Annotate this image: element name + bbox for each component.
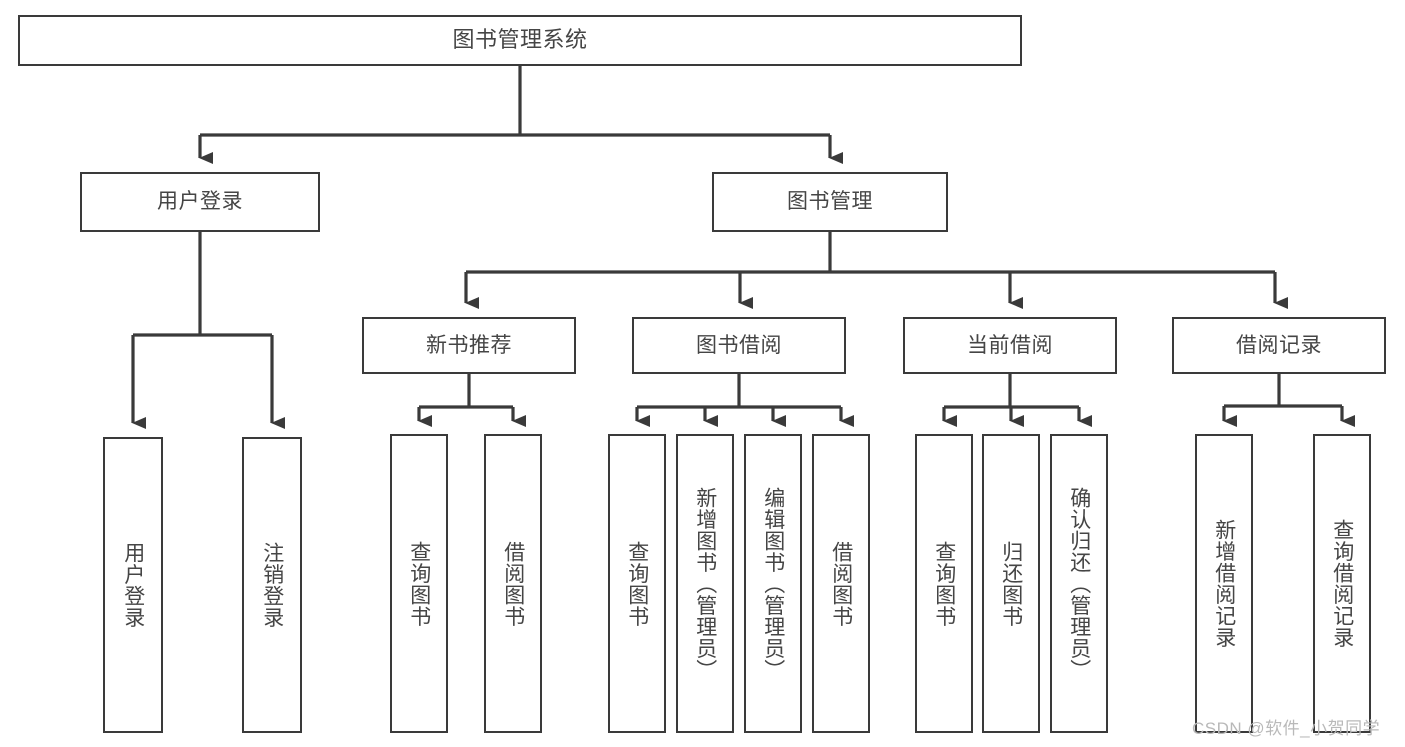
node-user-login[interactable]: 用户登录 (80, 172, 320, 232)
node-leaf-add-record-label: 新增借阅记录 (1212, 519, 1236, 648)
node-book-borrow-label: 图书借阅 (696, 333, 782, 357)
node-current-borrow[interactable]: 当前借阅 (903, 317, 1117, 374)
csdn-watermark: CSDN @软件_小贺同学 (1192, 719, 1381, 738)
node-leaf-borrow-book-2[interactable]: 借阅图书 (812, 434, 870, 733)
node-leaf-query-record[interactable]: 查询借阅记录 (1313, 434, 1371, 733)
node-borrow-record[interactable]: 借阅记录 (1172, 317, 1386, 374)
node-book-manage-label: 图书管理 (787, 190, 873, 214)
node-leaf-logout[interactable]: 注销登录 (242, 437, 302, 733)
node-leaf-user-login[interactable]: 用户登录 (103, 437, 163, 733)
node-root[interactable]: 图书管理系统 (18, 15, 1022, 66)
node-leaf-borrow-book-2-label: 借阅图书 (829, 540, 853, 627)
node-leaf-user-login-label: 用户登录 (121, 542, 145, 628)
node-leaf-query-book-2-label: 查询图书 (625, 540, 649, 627)
node-leaf-logout-label: 注销登录 (260, 542, 284, 628)
node-leaf-query-record-label: 查询借阅记录 (1330, 519, 1354, 648)
node-leaf-return-book-label: 归还图书 (999, 540, 1023, 627)
node-leaf-confirm-return[interactable]: 确认归还（管理员） (1050, 434, 1108, 733)
node-root-label: 图书管理系统 (452, 27, 588, 53)
node-leaf-query-book-2[interactable]: 查询图书 (608, 434, 666, 733)
node-book-manage[interactable]: 图书管理 (712, 172, 948, 232)
node-leaf-edit-book-label: 编辑图书（管理员） (761, 486, 785, 681)
node-leaf-query-book-1[interactable]: 查询图书 (390, 434, 448, 733)
node-leaf-query-book-3[interactable]: 查询图书 (915, 434, 973, 733)
node-current-borrow-label: 当前借阅 (967, 333, 1053, 357)
node-borrow-record-label: 借阅记录 (1236, 333, 1322, 357)
node-new-book-recommend-label: 新书推荐 (426, 333, 512, 357)
node-leaf-borrow-book-1[interactable]: 借阅图书 (484, 434, 542, 733)
node-leaf-borrow-book-1-label: 借阅图书 (501, 540, 525, 627)
node-leaf-confirm-return-label: 确认归还（管理员） (1067, 486, 1091, 681)
node-new-book-recommend[interactable]: 新书推荐 (362, 317, 576, 374)
node-leaf-add-record[interactable]: 新增借阅记录 (1195, 434, 1253, 733)
node-leaf-query-book-3-label: 查询图书 (932, 540, 956, 627)
node-book-borrow[interactable]: 图书借阅 (632, 317, 846, 374)
node-leaf-return-book[interactable]: 归还图书 (982, 434, 1040, 733)
node-leaf-add-book[interactable]: 新增图书（管理员） (676, 434, 734, 733)
node-leaf-add-book-label: 新增图书（管理员） (693, 486, 717, 681)
node-leaf-edit-book[interactable]: 编辑图书（管理员） (744, 434, 802, 733)
node-user-login-label: 用户登录 (157, 190, 243, 214)
node-leaf-query-book-1-label: 查询图书 (407, 540, 431, 627)
